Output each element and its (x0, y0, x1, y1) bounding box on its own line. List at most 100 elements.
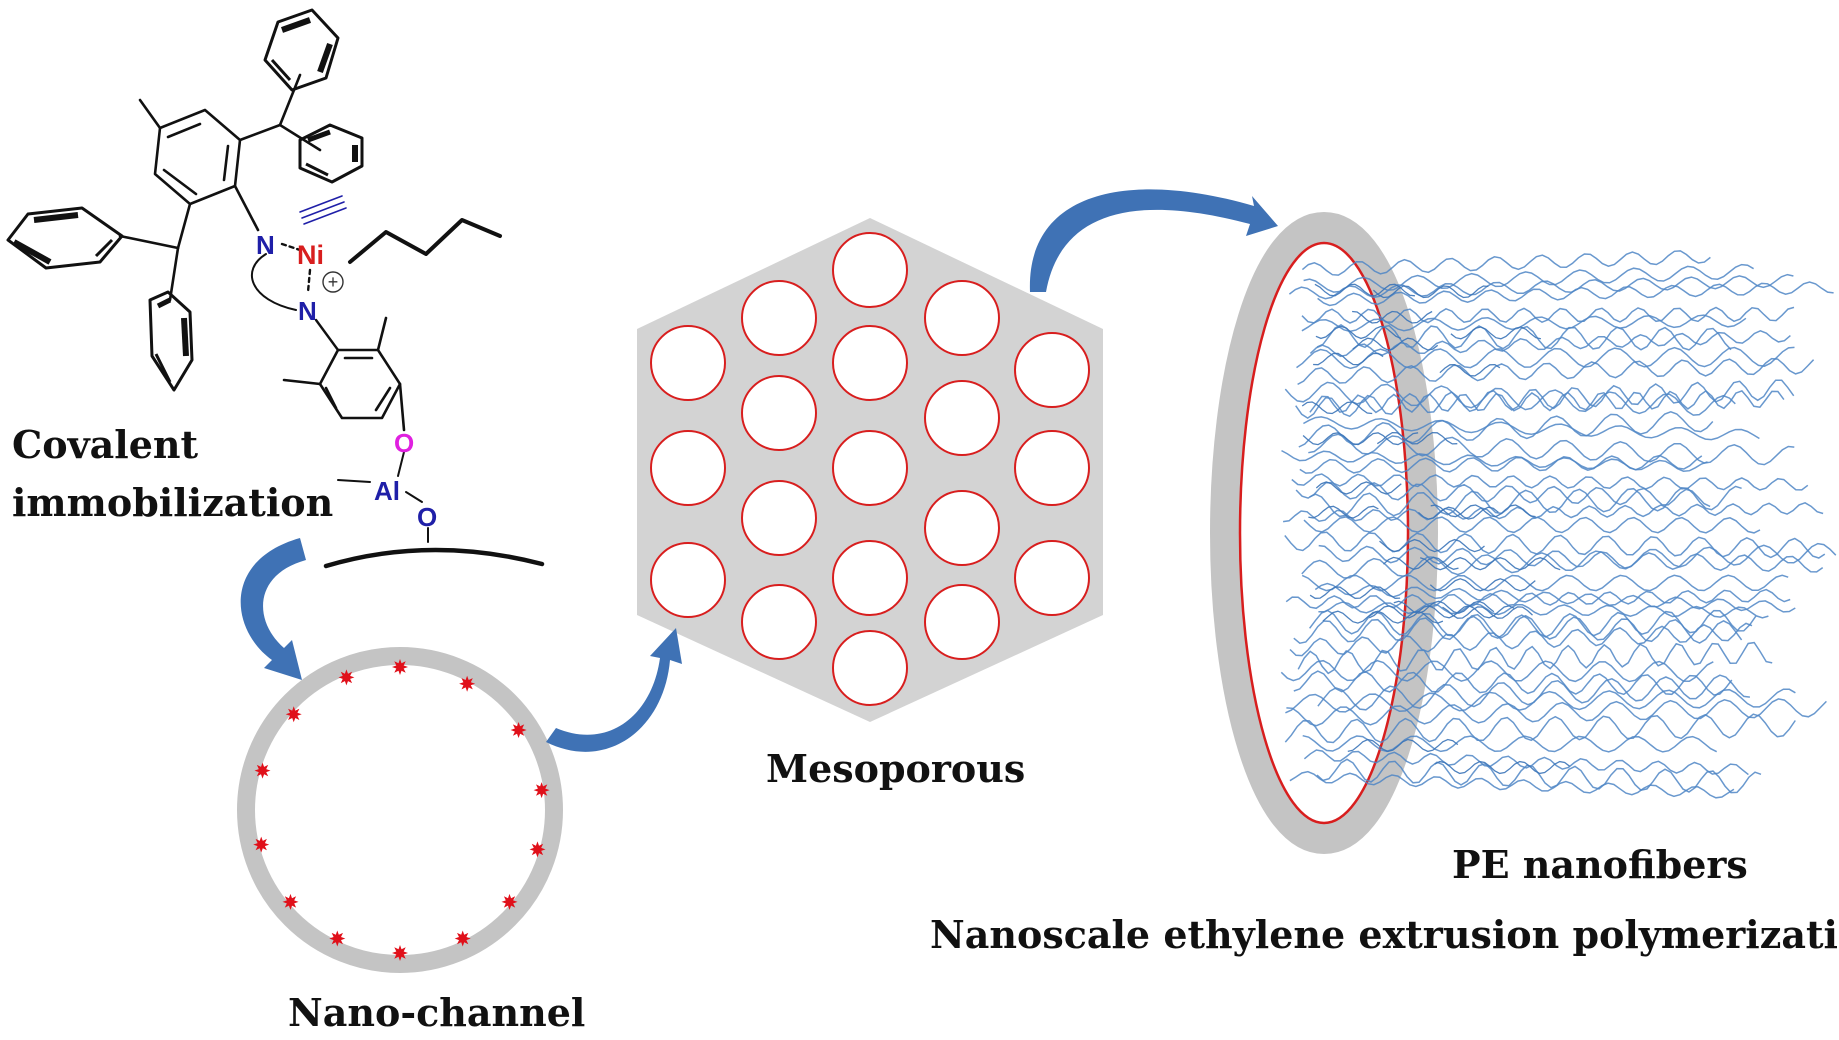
phenyl-ring-left (6, 206, 124, 270)
fiber-fragment-14 (1309, 586, 1401, 599)
fiber-fragment-20 (1450, 326, 1542, 340)
fiber-34 (1297, 641, 1773, 675)
fiber-14 (1303, 416, 1760, 441)
fiber-fragment-19 (1379, 538, 1485, 553)
fiber-33 (1289, 622, 1753, 657)
active-site-13 (285, 706, 302, 723)
fiber-29 (1285, 588, 1791, 610)
mesoporous-label: Mesoporous (766, 746, 1026, 791)
fiber-9 (1296, 346, 1795, 370)
fiber-3 (1288, 273, 1794, 300)
pore-array (650, 232, 1090, 706)
immobilization-label: immobilization (12, 480, 334, 525)
fiber-35 (1280, 659, 1714, 683)
positive-charge-circle (322, 271, 344, 293)
fiber-24 (1284, 531, 1826, 559)
fiber-fragment-15 (1347, 738, 1459, 753)
nickel-catalyst-structure (118, 73, 322, 302)
fiber-fragment-11 (1434, 760, 1571, 775)
extrusion-polymerization-label: Nanoscale ethylene extrusion polymerizat… (930, 912, 1839, 957)
phenyl-rings (6, 8, 364, 392)
phenyl-ring-right (298, 123, 364, 184)
fiber-4 (1317, 281, 1834, 307)
fiber-13 (1295, 379, 1795, 420)
fiber-22 (1283, 501, 1824, 523)
fiber-28 (1314, 582, 1796, 613)
fiber-fragment-21 (1313, 352, 1384, 366)
pore-13 (924, 490, 1000, 566)
fiber-20 (1295, 481, 1711, 508)
fiber-43 (1316, 758, 1762, 794)
pore-17 (741, 584, 817, 660)
fiber-fragment-12 (1419, 557, 1561, 571)
active-site-8 (392, 945, 408, 961)
covalent-label: Covalent (12, 422, 199, 467)
active-site-7 (454, 930, 471, 947)
pore-14 (650, 542, 726, 618)
fiber-30 (1318, 601, 1769, 619)
pore-2 (741, 280, 817, 356)
fiber-fragment-7 (1372, 285, 1489, 299)
active-site-3 (510, 722, 527, 738)
fiber-fragment-22 (1352, 337, 1439, 351)
fiber-19 (1291, 473, 1809, 491)
positive-charge-sign: + (328, 272, 339, 292)
fiber-39 (1286, 698, 1827, 727)
pore-7 (741, 375, 817, 451)
support-surface (323, 547, 545, 569)
fiber-15 (1298, 411, 1714, 448)
pore-9 (650, 430, 726, 506)
fiber-26 (1301, 542, 1837, 579)
fiber-fragment-25 (1442, 606, 1533, 619)
fiber-36 (1293, 670, 1733, 696)
fiber-7 (1316, 324, 1732, 351)
oxygen-atom-2: O (417, 502, 437, 532)
fiber-fragment-3 (1376, 431, 1458, 445)
fiber-25 (1318, 544, 1824, 573)
fiber-40 (1284, 713, 1796, 744)
fiber-fragment-17 (1301, 401, 1373, 415)
active-site-1 (392, 659, 408, 675)
pore-1 (832, 232, 908, 308)
nitrogen-atom-2: N (298, 296, 317, 326)
phenyl-ring-top (263, 8, 340, 92)
fiber-6 (1301, 314, 1747, 333)
active-site-5 (529, 841, 546, 858)
fiber-fragment-16 (1322, 610, 1444, 624)
fiber-fragment-23 (1315, 481, 1402, 495)
nickel-atom: Ni (297, 240, 324, 270)
oxygen-atom-1: O (394, 428, 414, 458)
fiber-18 (1299, 454, 1703, 474)
aryl-ring-lower (282, 316, 406, 432)
active-site-12 (254, 762, 271, 779)
arrow-to-tube (1029, 189, 1278, 292)
active-sites (253, 659, 550, 961)
pore-19 (832, 630, 908, 706)
fiber-21 (1309, 485, 1742, 518)
active-site-9 (329, 930, 346, 947)
fiber-fragment-9 (1368, 605, 1515, 619)
pe-nanofiber-tube (1210, 212, 1837, 854)
mesoporous-hexagon (637, 218, 1103, 722)
active-site-14 (338, 669, 355, 686)
fiber-16 (1308, 433, 1795, 466)
fiber-2 (1303, 263, 1754, 293)
fiber-8 (1309, 329, 1791, 358)
pore-18 (924, 584, 1000, 660)
pore-8 (924, 380, 1000, 456)
process-arrows (240, 189, 1278, 752)
nickel-center-bonds (250, 195, 502, 352)
fiber-fragment-8 (1315, 325, 1402, 340)
fiber-38 (1285, 688, 1796, 714)
fiber-42 (1303, 749, 1749, 776)
fiber-12 (1309, 389, 1785, 414)
fiber-10 (1297, 357, 1815, 386)
nano-channel-ring (237, 647, 563, 973)
nano-channel-label: Nano-channel (288, 990, 586, 1035)
pore-15 (832, 540, 908, 616)
fiber-fragment-18 (1352, 310, 1433, 324)
aluminum-atom: Al (374, 476, 400, 506)
fiber-fragment-6 (1314, 283, 1415, 297)
pore-4 (650, 325, 726, 401)
